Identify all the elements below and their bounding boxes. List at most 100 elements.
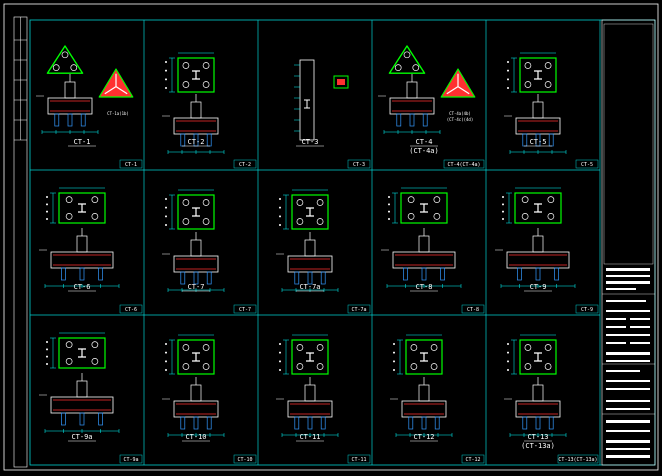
cap-plan-outline (291, 194, 329, 230)
pile-section (535, 416, 541, 430)
cap-plan-outline (58, 192, 106, 224)
grid-bubble (165, 69, 167, 72)
dimension-line (169, 57, 175, 93)
grid-bubble (507, 343, 509, 345)
grid-bubble (279, 369, 281, 371)
pile-section (61, 267, 66, 281)
panel-tag-box (119, 159, 143, 169)
title-block (601, 19, 656, 466)
pile-circle (430, 363, 438, 370)
dimension-line (506, 192, 512, 224)
cap-plan-outline (514, 192, 562, 224)
grid-bubble (279, 215, 281, 218)
grid-bubble (165, 224, 167, 226)
cap-section (515, 400, 561, 418)
cap-section (50, 396, 114, 414)
pile-section (421, 267, 427, 281)
pile-circle (65, 196, 73, 203)
pedestal (532, 384, 544, 402)
panel-tag-box (233, 454, 257, 464)
cap-section (392, 251, 456, 269)
pile-section (98, 267, 103, 281)
pile-section (522, 133, 528, 147)
cap-plan-outline (177, 57, 215, 93)
grid-bubble (388, 210, 390, 213)
pile-circle (296, 199, 304, 206)
grid-bubble (46, 341, 48, 343)
pile-circle (202, 199, 210, 206)
grid-bubble (165, 198, 167, 200)
panel-tag-ct-5: CT-5 (581, 162, 593, 168)
pile-section (79, 267, 85, 281)
pile-circle (521, 196, 529, 203)
grid-bubble (165, 215, 167, 218)
pile-circle (202, 363, 210, 370)
pile-circle (430, 344, 438, 351)
pile-circle (182, 199, 190, 206)
detail-panel-ct-5: CT-5CT-5 (504, 52, 599, 169)
pile-section (422, 113, 428, 127)
pile-section (396, 113, 402, 127)
panel-tag-ct-4: CT-4(CT-4a) (447, 162, 480, 168)
cap-section (287, 255, 333, 273)
pile-circle (296, 344, 304, 351)
grid-bubble (393, 369, 395, 371)
dimension-line (50, 337, 56, 369)
panel-title-ct-2: CT-2 (188, 138, 205, 146)
grid-bubble (165, 360, 167, 363)
steel-column-section (304, 99, 310, 109)
grid-bubble (46, 210, 48, 213)
pile-circle (433, 213, 441, 220)
panel-tag-ct-12: CT-12 (465, 457, 480, 463)
pile-circle (202, 218, 210, 225)
grid-bubble (165, 369, 167, 371)
pile-section (554, 267, 559, 281)
panel-tag-ct-1: CT-1 (125, 162, 137, 168)
panel-title-ct-11: CT-11 (299, 433, 320, 441)
panel-tag-box (347, 304, 371, 314)
pile-circle (202, 344, 210, 351)
pile-circle (61, 51, 69, 59)
panel-title-ct-13: CT-13 (527, 433, 548, 441)
panel-title-ct-9a: CT-9a (71, 433, 92, 441)
detail-panel-ct-4: CT-4a(4b)(CT-4c)(4d)CT-4(CT-4a)CT-4(CT-4… (378, 45, 485, 169)
panel-title-ct-10: CT-10 (185, 433, 206, 441)
pile-circle (544, 81, 552, 88)
dimension-line (283, 194, 289, 230)
pile-circle (182, 344, 190, 351)
pile-circle (547, 196, 555, 203)
pile-circle (410, 363, 418, 370)
triangular-cap-outline (46, 45, 84, 74)
grid-bubble (502, 196, 504, 198)
panel-title-ct-1: CT-1 (74, 138, 91, 146)
pile-section (206, 416, 212, 430)
cap-plan-outline (58, 337, 106, 369)
panel-tag-ct-13: CT-13(CT-13a) (558, 457, 597, 463)
cap-section (173, 255, 219, 273)
pedestal (532, 235, 544, 253)
pedestal (64, 81, 76, 99)
pile-section (307, 416, 313, 430)
dimension-line (169, 194, 175, 230)
pile-circle (65, 341, 73, 348)
grid-bubble (279, 343, 281, 345)
detail-note-ct1: CT-1a(1b) (107, 111, 129, 116)
panel-title-ct-3: CT-3 (302, 138, 319, 146)
panel-tag-ct-7: CT-7 (239, 307, 251, 313)
panel-tag-box (119, 454, 143, 464)
cap-section (50, 251, 114, 269)
panel-tag-box (347, 159, 371, 169)
grid-bubble (165, 343, 167, 345)
panel-tag-ct-9a: CT-9a (123, 457, 138, 463)
pedestal (190, 101, 202, 119)
cap-plan-outline (400, 192, 448, 224)
small-plan-inset (333, 75, 349, 89)
pile-section (180, 416, 186, 430)
panel-tag-box (233, 304, 257, 314)
pile-section (294, 416, 300, 430)
pedestal (76, 380, 88, 398)
grid-bubble (507, 78, 509, 81)
panel-title-ct-9: CT-9 (530, 283, 547, 291)
